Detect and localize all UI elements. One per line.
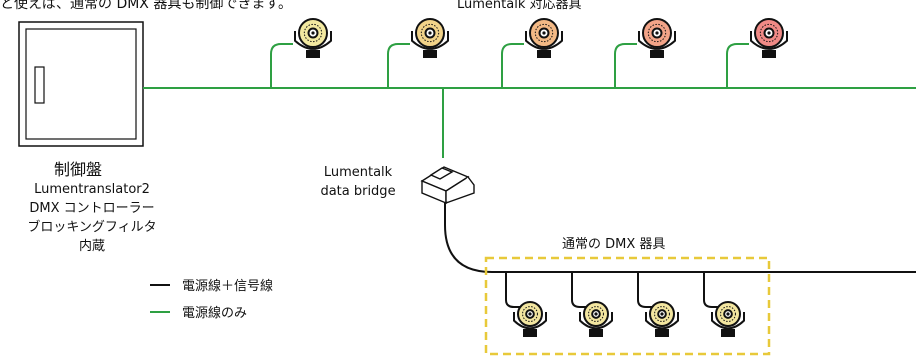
legend: 電源線＋信号線 電源線のみ — [150, 271, 273, 325]
legend-item-power: 電源線のみ — [150, 298, 273, 325]
panel-line: DMX コントローラー — [29, 201, 155, 216]
dmx-group-label: 通常の DMX 器具 — [562, 237, 666, 252]
dmx-fixture-icon — [645, 301, 679, 337]
legend-swatch — [150, 310, 170, 313]
bridge-line: Lumentalk — [323, 165, 393, 180]
dmx-group-box — [484, 256, 771, 356]
signal-line — [444, 198, 916, 308]
lumentalk-fixture-icon — [294, 18, 332, 58]
lumentalk-fixture-icon — [750, 18, 788, 58]
panel-line: Lumentranslator2 — [34, 182, 150, 197]
lumentalk-fixtures-label: Lumentalk 対応器具 — [457, 0, 582, 12]
lumentalk-fixture-icon — [411, 18, 449, 58]
data-bridge-icon — [420, 166, 475, 205]
legend-label: 電源線のみ — [182, 306, 248, 321]
dmx-fixtures — [513, 301, 745, 337]
control-panel-cabinet — [18, 21, 144, 147]
control-panel-title: 制御盤 — [54, 160, 103, 179]
bridge-label: Lumentalk data bridge — [312, 163, 404, 201]
lumentalk-fixtures — [294, 18, 788, 58]
dmx-fixture-icon — [513, 301, 547, 337]
power-line — [143, 43, 916, 158]
dmx-fixture-icon — [579, 301, 613, 337]
dmx-fixture-icon — [711, 301, 745, 337]
legend-item-signal: 電源線＋信号線 — [150, 271, 273, 298]
panel-line: ブロッキングフィルタ — [27, 220, 157, 235]
bridge-line: data bridge — [320, 184, 396, 199]
panel-line: 内蔵 — [78, 239, 105, 254]
lumentalk-fixture-icon — [638, 18, 676, 58]
legend-label: 電源線＋信号線 — [182, 279, 274, 294]
lumentalk-fixture-icon — [525, 18, 563, 58]
legend-swatch — [150, 283, 170, 286]
control-panel-description: Lumentranslator2 DMX コントローラー ブロッキングフィルタ … — [0, 180, 184, 256]
top-caption: と使えば、通常の DMX 器具も制御できます。 — [0, 0, 292, 12]
